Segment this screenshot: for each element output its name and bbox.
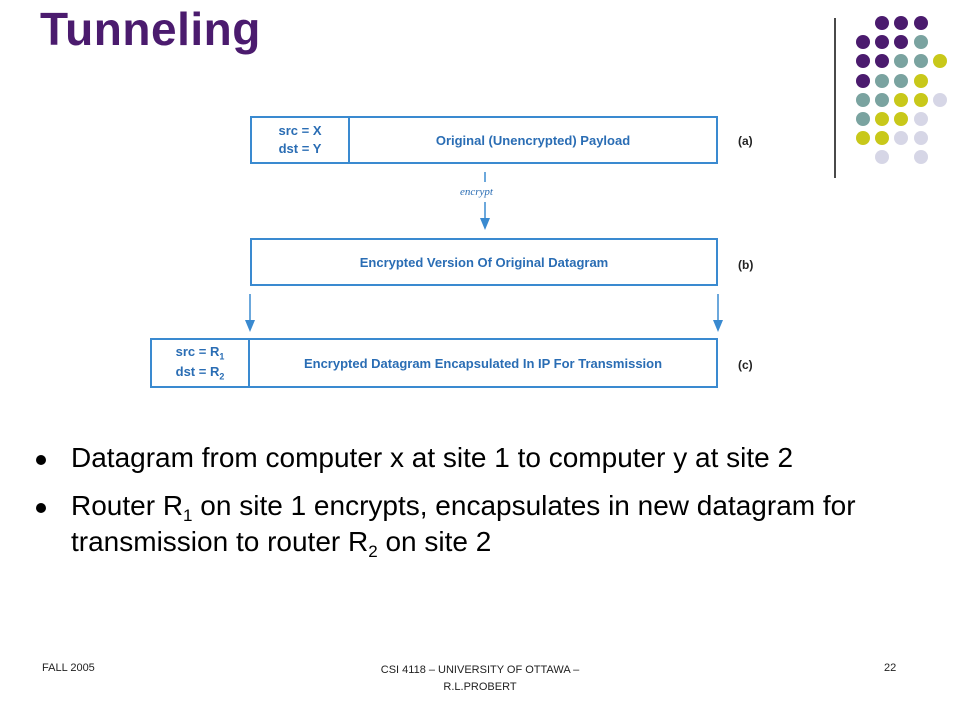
bullet-item-2: Router R1 on site 1 encrypts, encapsulat… bbox=[36, 488, 916, 560]
encrypt-arrow bbox=[480, 172, 490, 230]
footer-center-line1: CSI 4118 – UNIVERSITY OF OTTAWA – bbox=[380, 664, 580, 676]
tunneling-diagram: src = X dst = Y Original (Unencrypted) P… bbox=[140, 106, 780, 396]
footer-left: FALL 2005 bbox=[42, 662, 95, 674]
decorative-dot bbox=[856, 112, 870, 126]
decorative-dot bbox=[894, 92, 909, 107]
decorative-dot bbox=[856, 131, 870, 146]
datagram-encapsulated-box: src = R1 dst = R2 Encrypted Datagram Enc… bbox=[150, 338, 718, 388]
bullet-item-1: Datagram from computer x at site 1 to co… bbox=[36, 440, 916, 476]
decorative-dot bbox=[875, 35, 890, 50]
decorative-dot bbox=[913, 150, 928, 165]
decorative-dot bbox=[894, 54, 909, 69]
decorative-dot bbox=[913, 35, 928, 50]
decorative-dot bbox=[894, 73, 909, 88]
decorative-dot bbox=[875, 131, 890, 146]
decorative-dot bbox=[913, 92, 928, 107]
left-down-arrow bbox=[245, 294, 255, 332]
decorative-dot bbox=[894, 131, 909, 146]
decorative-dot bbox=[856, 73, 870, 88]
slide-title: Tunneling bbox=[40, 3, 261, 55]
decorative-dot bbox=[913, 131, 928, 146]
footer-page-number: 22 bbox=[884, 662, 897, 674]
decorative-dot bbox=[875, 73, 890, 88]
header-cell-a: src = X dst = Y bbox=[252, 118, 350, 162]
decorative-dot bbox=[875, 92, 890, 107]
decorative-dot bbox=[932, 92, 947, 107]
decorative-divider bbox=[834, 18, 836, 178]
original-payload-label: Original (Unencrypted) Payload bbox=[435, 132, 631, 148]
decorative-dot bbox=[932, 54, 947, 69]
decorative-dot bbox=[894, 16, 909, 30]
src-r1-label: src = R1 bbox=[175, 344, 225, 362]
datagram-encrypted-box: Encrypted Version Of Original Datagram bbox=[250, 238, 718, 286]
decorative-dot bbox=[894, 112, 909, 126]
encrypted-payload-label: Encrypted Version Of Original Datagram bbox=[359, 254, 609, 270]
decorative-dot bbox=[875, 150, 890, 165]
row-c-tag: (c) bbox=[738, 358, 753, 372]
dst-r2-label: dst = R2 bbox=[175, 364, 225, 382]
decorative-dot bbox=[913, 16, 928, 30]
footer-center: CSI 4118 – UNIVERSITY OF OTTAWA – R.L.PR… bbox=[330, 662, 630, 696]
datagram-original-box: src = X dst = Y Original (Unencrypted) P… bbox=[250, 116, 718, 164]
right-down-arrow bbox=[713, 294, 723, 332]
header-cell-c: src = R1 dst = R2 bbox=[152, 340, 250, 386]
decorative-dot bbox=[856, 54, 870, 69]
decorative-dot bbox=[856, 35, 870, 50]
decorative-dot bbox=[894, 35, 909, 50]
decorative-dot bbox=[913, 112, 928, 126]
decorative-dot bbox=[856, 92, 870, 107]
row-b-tag: (b) bbox=[738, 258, 754, 272]
dst-y-label: dst = Y bbox=[278, 141, 322, 156]
encapsulated-payload-label: Encrypted Datagram Encapsulated In IP Fo… bbox=[303, 355, 663, 371]
footer-center-line2: R.L.PROBERT bbox=[443, 681, 517, 693]
encrypt-label: encrypt bbox=[460, 186, 493, 198]
bullet-list: Datagram from computer x at site 1 to co… bbox=[36, 440, 916, 572]
decorative-dot bbox=[913, 54, 928, 69]
decorative-dot bbox=[875, 16, 890, 30]
decorative-dot bbox=[875, 54, 890, 69]
decorative-dot bbox=[875, 112, 890, 126]
src-x-label: src = X bbox=[278, 123, 322, 139]
decorative-dot bbox=[913, 73, 928, 88]
row-a-tag: (a) bbox=[738, 134, 753, 148]
